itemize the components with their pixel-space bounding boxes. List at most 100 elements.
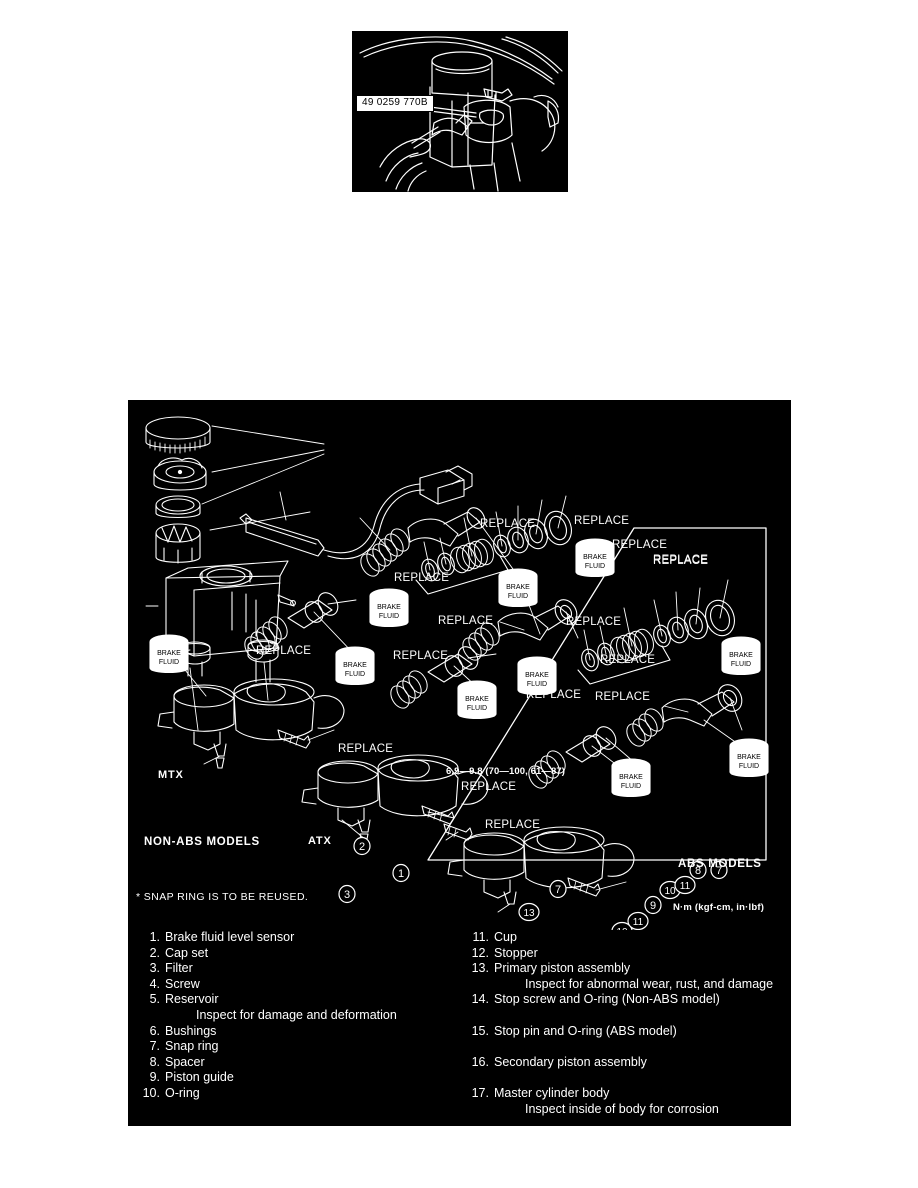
part-name: Secondary piston assembly — [494, 1054, 647, 1069]
part-number: 1. — [149, 930, 160, 944]
part-row: 3. Filter — [136, 961, 466, 977]
part-number: 6. — [149, 1023, 160, 1038]
replace-tag: REPLACE — [595, 691, 651, 703]
tool-number-label: 49 0259 770B — [356, 95, 434, 112]
brake-fluid-can-icon: BRAKE FLUID — [343, 662, 367, 678]
part-name: Screw — [165, 976, 200, 991]
svg-text:7: 7 — [555, 884, 561, 896]
callout-13: 13 — [518, 902, 540, 922]
list-spacer — [465, 1039, 791, 1055]
part-row: 5.Reservoir — [136, 992, 466, 1008]
svg-text:BRAKE: BRAKE — [737, 754, 761, 761]
parts-list-left-column: 1. Brake fluid level sensor 2. Cap set 3. Fil… — [136, 930, 466, 1102]
part-name: Primary piston assembly — [494, 961, 631, 976]
part-number: 2. — [149, 945, 160, 960]
part-number: 14. — [471, 992, 489, 1007]
part-number: 11. — [472, 930, 489, 944]
torque-spec-label: 6.9—9.8 (70—100, 61—87) — [446, 766, 566, 777]
exploded-view-panel: 1234445677788991010101011111111121213131… — [128, 400, 791, 1126]
svg-text:FLUID: FLUID — [345, 671, 365, 678]
svg-text:BRAKE: BRAKE — [729, 652, 753, 659]
callout-7: 7 — [549, 879, 567, 899]
replace-tag: REPLACE — [574, 515, 630, 527]
svg-text:7: 7 — [716, 865, 722, 877]
svg-text:FLUID: FLUID — [159, 659, 179, 666]
svg-text:BRAKE: BRAKE — [377, 604, 401, 611]
part-row: 14.Stop screw and O-ring (Non-ABS model) — [465, 992, 791, 1008]
replace-tag: REPLACE — [338, 743, 394, 755]
replace-tag: REPLACE — [526, 689, 582, 701]
part-row: 9. Piston guide — [136, 1070, 466, 1086]
tool-figure-artwork — [359, 36, 563, 192]
replace-tag: REPLACE — [256, 645, 312, 657]
svg-text:FLUID: FLUID — [379, 613, 399, 620]
part-name: Brake fluid level sensor — [165, 930, 295, 944]
replace-tag: REPLACE — [612, 539, 668, 551]
svg-text:BRAKE: BRAKE — [619, 774, 643, 781]
brake-fluid-can-icon: BRAKE FLUID — [157, 650, 181, 666]
svg-text:8: 8 — [695, 865, 701, 877]
part-number: 8. — [149, 1054, 160, 1069]
svg-text:BRAKE: BRAKE — [525, 672, 549, 679]
part-number: 12. — [471, 945, 489, 960]
brake-fluid-can-icon: BRAKE FLUID — [729, 652, 753, 668]
part-number: 7. — [149, 1039, 160, 1054]
svg-text:BRAKE: BRAKE — [157, 650, 181, 657]
brake-fluid-can-icon: BRAKE FLUID — [525, 672, 549, 688]
part-name: O-ring — [165, 1085, 200, 1100]
part-row: 6.Bushings — [136, 1024, 466, 1040]
replace-tag: REPLACE — [394, 572, 450, 584]
part-number: 3. — [149, 961, 160, 976]
brake-fluid-can-icon: BRAKE FLUID — [377, 604, 401, 620]
svg-text:FLUID: FLUID — [527, 681, 547, 688]
callout-8: 8 — [689, 860, 707, 880]
part-inspection-note: Inspect for damage and deformation — [196, 1007, 397, 1022]
replace-tag: REPLACE — [461, 781, 517, 793]
part-name: Cup — [494, 930, 517, 944]
svg-text:2: 2 — [359, 841, 365, 853]
part-name: Piston guide — [165, 1070, 234, 1085]
callout-3: 3 — [338, 884, 356, 904]
svg-text:BRAKE: BRAKE — [583, 554, 607, 561]
brake-fluid-can-icon: BRAKE FLUID — [737, 754, 761, 770]
replace-tag: REPLACE — [566, 616, 622, 628]
part-number: 17. — [471, 1085, 489, 1100]
svg-text:FLUID: FLUID — [467, 705, 487, 712]
part-number: 15. — [471, 1023, 489, 1038]
list-spacer — [465, 1070, 791, 1086]
svg-text:10: 10 — [616, 927, 628, 930]
svg-text:9: 9 — [650, 900, 656, 912]
svg-text:FLUID: FLUID — [739, 763, 759, 770]
svg-text:13: 13 — [523, 908, 535, 919]
part-row: 1. Brake fluid level sensor — [136, 930, 466, 946]
svg-text:FLUID: FLUID — [731, 661, 751, 668]
callout-11: 11 — [627, 911, 649, 930]
replace-tag: REPLACE — [485, 819, 541, 831]
callout-2: 2 — [353, 836, 371, 856]
part-number: 10. — [142, 1085, 160, 1100]
part-name: Master cylinder body — [494, 1085, 610, 1100]
part-name: Filter — [165, 961, 193, 976]
part-number: 9. — [149, 1070, 160, 1085]
part-row: 8.Spacer — [136, 1055, 466, 1071]
replace-tag: REPLACE — [438, 615, 494, 627]
part-row: 15.Stop pin and O-ring (ABS model) — [465, 1024, 791, 1040]
parts-list: 1. Brake fluid level sensor 2. Cap set 3. Fil… — [128, 930, 791, 1126]
replace-tag: REPLACE — [600, 654, 656, 666]
callout-7: 7 — [710, 860, 728, 880]
replace-tag: REPLACE — [653, 555, 709, 567]
part-name: Snap ring — [165, 1039, 219, 1054]
svg-text:11: 11 — [680, 881, 691, 892]
svg-text:BRAKE: BRAKE — [343, 662, 367, 669]
part-row: 7. Snap ring — [136, 1039, 466, 1055]
callout-9: 9 — [644, 895, 662, 915]
part-number: 16. — [471, 1054, 489, 1069]
callout-11: 11 — [674, 875, 696, 895]
part-name: Cap set — [165, 945, 209, 960]
part-row: 16. Secondary piston assembly — [465, 1055, 791, 1071]
torque-units-label: N·m (kgf-cm, in·lbf) — [673, 902, 765, 913]
